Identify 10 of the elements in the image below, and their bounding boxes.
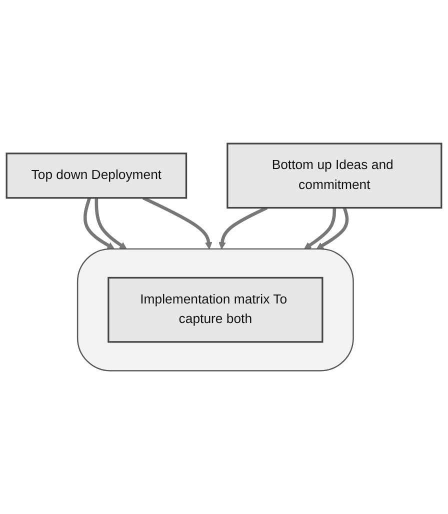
arrow <box>304 208 336 250</box>
cluster <box>76 248 354 372</box>
node-box: Top down Deployment <box>6 152 188 199</box>
arrow <box>218 206 268 250</box>
arrow <box>94 198 127 250</box>
arrow <box>316 207 349 250</box>
node-box: Bottom up Ideas and commitment <box>226 142 442 208</box>
arrow <box>83 197 114 250</box>
node-box: Implementation matrix To capture both <box>108 276 324 343</box>
arrow <box>142 196 212 250</box>
